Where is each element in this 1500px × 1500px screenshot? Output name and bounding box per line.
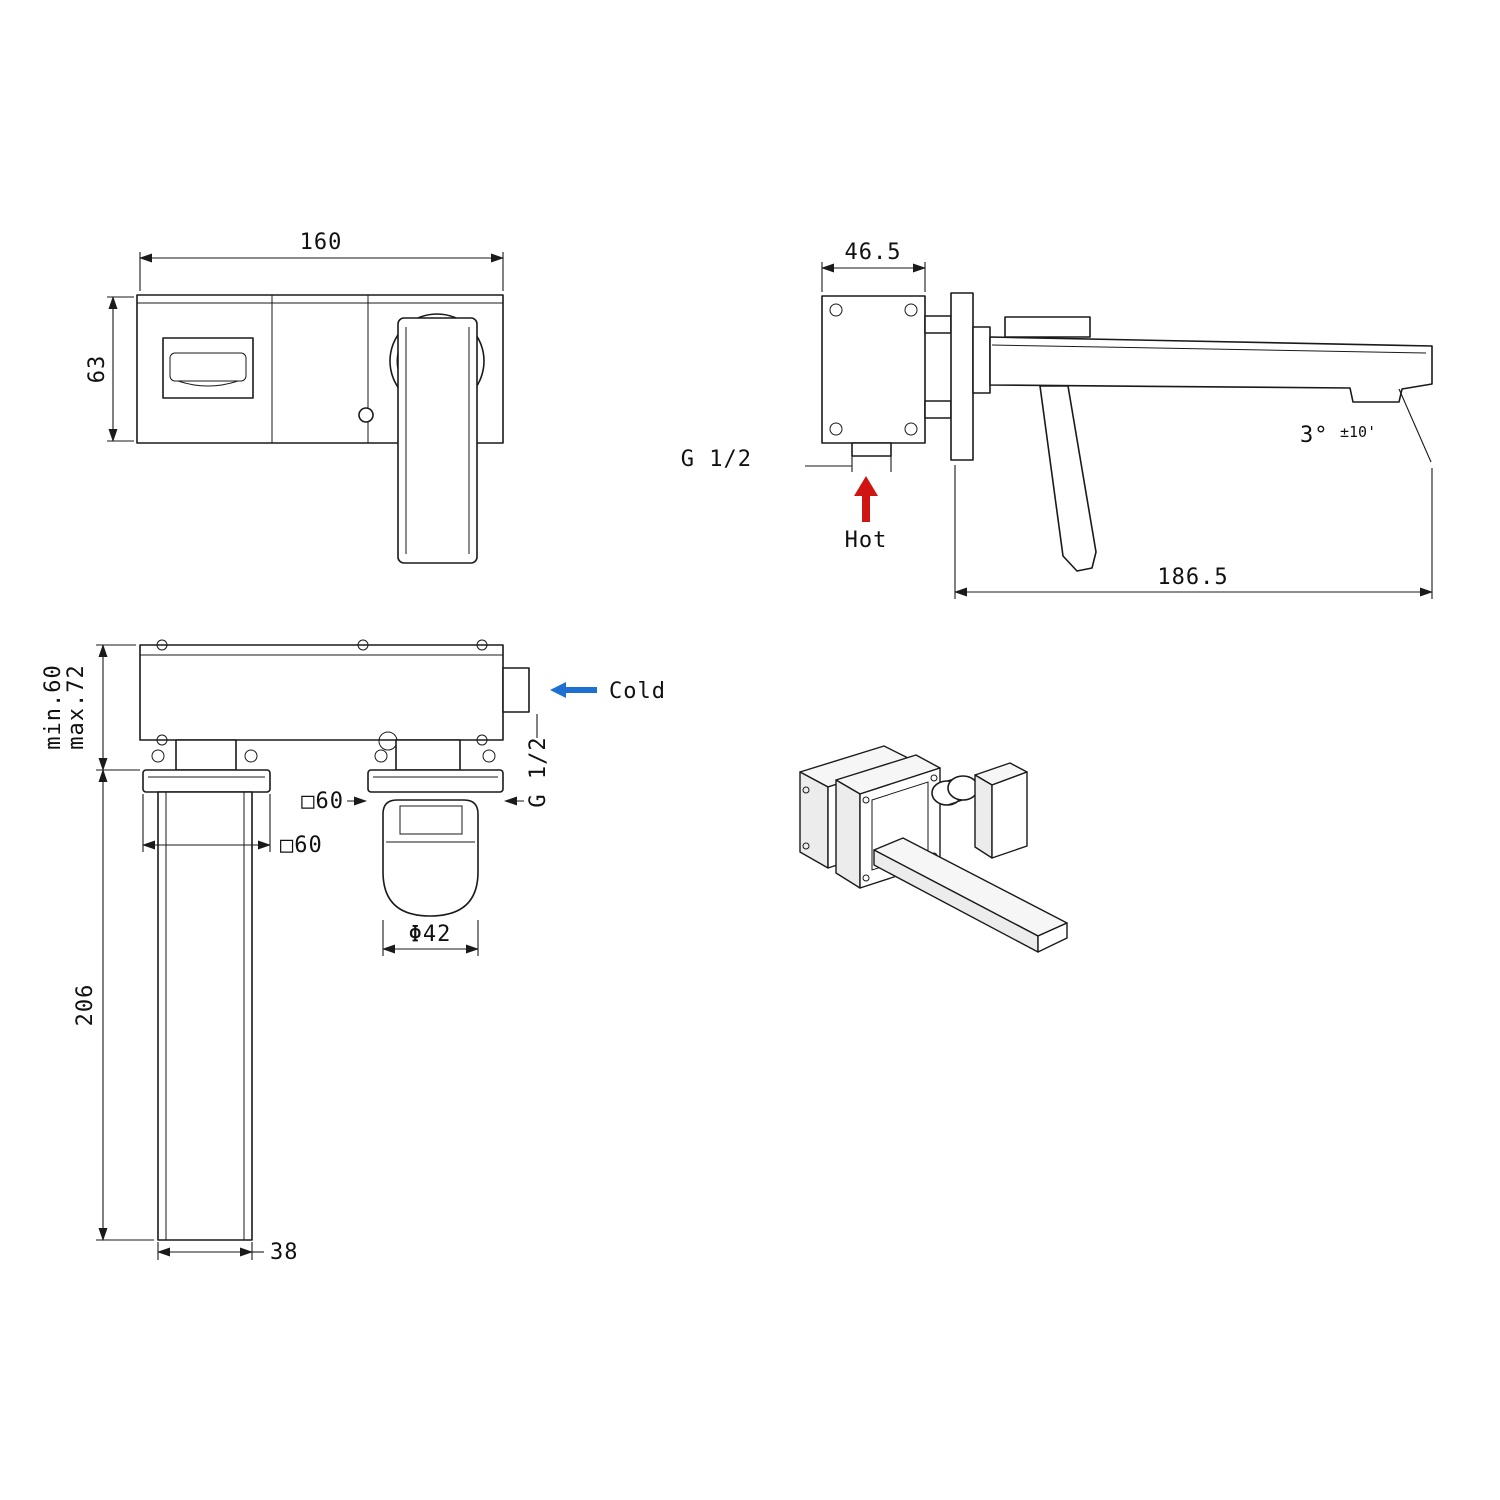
plan-plate-screw-5 xyxy=(476,734,488,746)
side-spout-top-edge-line xyxy=(991,344,1427,354)
plan-view: Cold G 1/2 □60 □60 min. xyxy=(41,639,666,1265)
side-handle-cap xyxy=(1004,316,1091,338)
plan-neck-screw-2 xyxy=(244,749,258,763)
plan-wall-plate xyxy=(139,644,504,741)
side-valve-body xyxy=(821,295,926,444)
plan-handle-escutcheon xyxy=(367,769,504,793)
plan-handle-esc-dim-label: □60 xyxy=(301,789,344,814)
iso-wall-plate-left-face xyxy=(835,779,861,889)
plan-plate-screw-1 xyxy=(156,639,168,651)
cold-arrow-icon xyxy=(550,682,597,698)
iso-spout-end-face xyxy=(1037,922,1068,953)
plan-spout-width-dim-label: 38 xyxy=(270,1240,299,1265)
plan-neck-screw-4 xyxy=(482,749,496,763)
plan-handle-neck xyxy=(395,739,461,771)
side-spray-angle-line xyxy=(1398,388,1432,463)
iso-handle-front-face xyxy=(991,771,1028,859)
plan-handle-lever xyxy=(382,799,479,917)
plan-handle-dia-dim-label: Φ42 xyxy=(409,922,452,947)
front-spout-aerator-slot xyxy=(169,352,247,382)
hot-arrow-icon xyxy=(854,476,878,522)
hot-label: Hot xyxy=(845,528,888,553)
plan-spout-tube xyxy=(157,791,253,1241)
plan-plate-screw-4 xyxy=(156,734,168,746)
front-plate-screw xyxy=(358,407,374,423)
iso-box-screw-2 xyxy=(802,842,810,850)
iso-valve-box-left-face xyxy=(799,771,829,869)
plan-plate-screw-2 xyxy=(357,639,369,651)
plan-handle-neck-detail xyxy=(399,805,463,835)
iso-spout-top-face xyxy=(873,837,1068,937)
plan-spout-length-dim-label: 206 xyxy=(73,984,98,1027)
side-mounting-bolt-top xyxy=(924,315,952,334)
iso-cartridge-front xyxy=(947,775,979,801)
iso-plate-screw-3 xyxy=(862,874,870,882)
side-spray-angle-tolerance-label: ±10' xyxy=(1340,423,1376,441)
plan-wall-depth-min-label: min.60 xyxy=(41,664,66,749)
plan-wall-depth-max-label: max.72 xyxy=(64,664,89,749)
side-reach-dim-label: 186.5 xyxy=(1157,565,1228,590)
plan-neck-screw-3 xyxy=(374,749,388,763)
side-spout-beam xyxy=(989,336,1433,403)
side-depth-dim-label: 46.5 xyxy=(845,240,902,265)
plan-spout-esc-dim-label: □60 xyxy=(280,833,323,858)
side-hot-inlet-stub xyxy=(851,442,892,457)
iso-box-screw-1 xyxy=(802,786,810,794)
side-view: 46.5 G 1/2 Hot 3° ±10' 186.5 xyxy=(681,240,1433,599)
isometric-view xyxy=(799,745,1068,953)
side-valve-screw-top-right xyxy=(904,303,918,317)
plan-plate-screw-3 xyxy=(476,639,488,651)
iso-plate-screw-1 xyxy=(862,796,870,804)
side-valve-screw-top-left xyxy=(829,303,843,317)
side-handle-lever-blade xyxy=(1039,385,1097,572)
side-mounting-bolt-bottom xyxy=(924,400,952,419)
plan-spout-escutcheon xyxy=(142,769,271,793)
iso-handle-left-face xyxy=(974,774,993,859)
side-spray-angle-label: 3° xyxy=(1300,423,1329,448)
side-valve-screw-bottom-left xyxy=(829,422,843,436)
plan-spout-neck xyxy=(175,739,237,771)
side-wall-plate xyxy=(950,292,974,461)
front-view: 160 63 xyxy=(85,230,504,564)
side-inlet-thread-label: G 1/2 xyxy=(681,447,752,472)
front-handle-lever xyxy=(397,317,478,564)
side-valve-screw-bottom-right xyxy=(904,422,918,436)
plan-cold-inlet-stub xyxy=(502,667,530,713)
front-spout-lip-curve xyxy=(177,380,239,387)
plan-inlet-thread-label: G 1/2 xyxy=(526,736,551,807)
iso-cartridge-edge-bottom xyxy=(946,799,964,806)
front-spout-outlet xyxy=(162,337,254,399)
side-spout-escutcheon xyxy=(972,326,991,394)
front-height-dim-label: 63 xyxy=(85,355,110,384)
iso-plate-screw-2 xyxy=(930,774,938,782)
plan-neck-screw-1 xyxy=(151,749,165,763)
front-width-dim-label: 160 xyxy=(300,230,343,255)
cold-label: Cold xyxy=(609,679,666,704)
